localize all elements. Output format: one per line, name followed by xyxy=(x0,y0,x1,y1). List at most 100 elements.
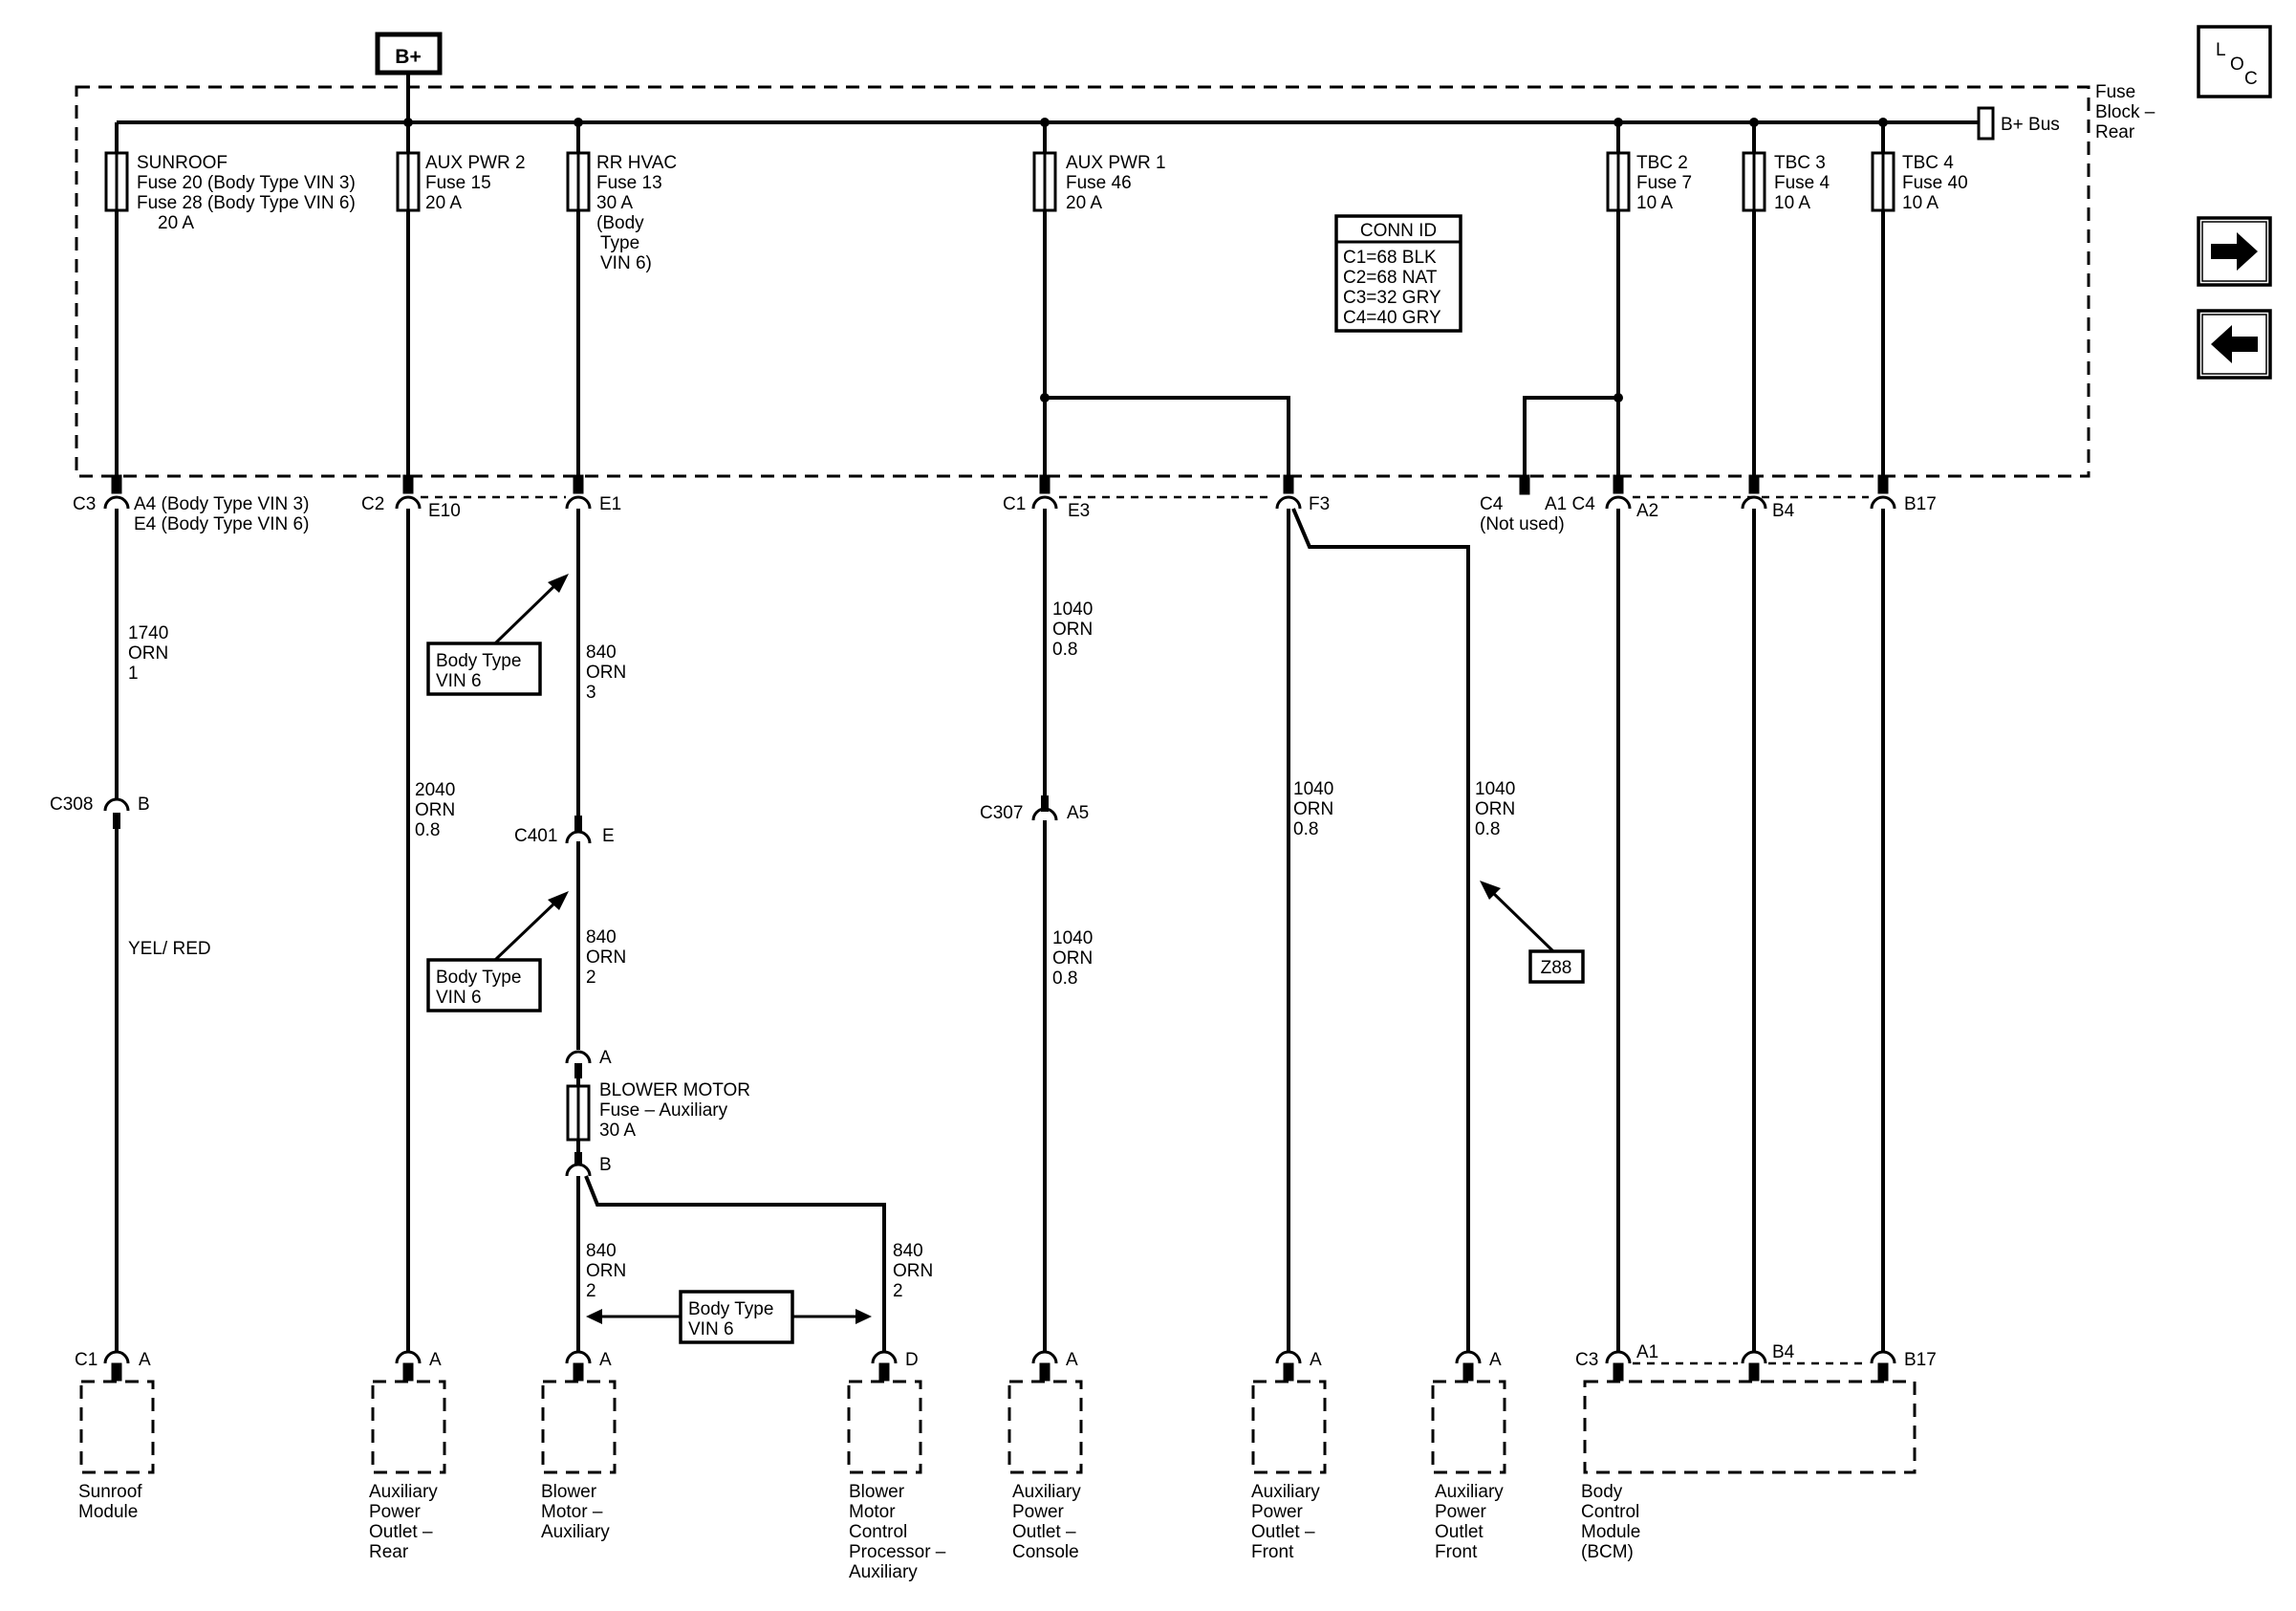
svg-text:ORN: ORN xyxy=(586,663,626,683)
svg-text:1040: 1040 xyxy=(1052,928,1093,948)
svg-text:A: A xyxy=(1310,1350,1322,1370)
svg-text:ORN: ORN xyxy=(586,947,626,968)
svg-text:1740: 1740 xyxy=(128,623,168,643)
wire-label-1040-front: 1040 ORN 0.8 xyxy=(1293,779,1333,839)
svg-text:2040: 2040 xyxy=(415,780,455,800)
svg-text:Fuse 4: Fuse 4 xyxy=(1774,173,1830,193)
svg-text:E4 (Body Type VIN 6): E4 (Body Type VIN 6) xyxy=(134,514,309,534)
svg-text:Front: Front xyxy=(1251,1542,1294,1562)
loc-letter: L xyxy=(2216,40,2226,60)
svg-text:Body: Body xyxy=(1581,1482,1623,1502)
svg-text:Blower: Blower xyxy=(849,1482,905,1502)
svg-text:B: B xyxy=(599,1155,612,1175)
svg-text:VIN 6: VIN 6 xyxy=(436,988,482,1008)
svg-text:B4: B4 xyxy=(1772,501,1795,521)
svg-text:ORN: ORN xyxy=(1475,799,1515,819)
fuse-label-aux-pwr-2: AUX PWR 2 Fuse 15 20 A xyxy=(425,153,526,213)
fuse-block-label-1: Fuse xyxy=(2095,82,2135,102)
svg-text:B4: B4 xyxy=(1772,1342,1795,1362)
svg-text:Rear: Rear xyxy=(369,1542,409,1562)
svg-text:(Not used): (Not used) xyxy=(1480,514,1565,534)
svg-text:A5: A5 xyxy=(1067,803,1089,823)
conn-id-row: C4=40 GRY xyxy=(1343,308,1441,328)
svg-text:840: 840 xyxy=(893,1241,923,1261)
component-blower-motor-auxiliary: Blower Motor – Auxiliary xyxy=(541,1482,610,1542)
svg-text:A: A xyxy=(1066,1350,1078,1370)
svg-text:Fuse 20 (Body Type VIN 3): Fuse 20 (Body Type VIN 3) xyxy=(137,173,356,193)
component-aux-power-outlet-rear: Auxiliary Power Outlet – Rear xyxy=(369,1482,438,1562)
svg-text:Auxiliary: Auxiliary xyxy=(1435,1482,1504,1502)
wire-label-1040-front-z88: 1040 ORN 0.8 xyxy=(1475,779,1515,839)
svg-text:Fuse 7: Fuse 7 xyxy=(1636,173,1692,193)
fuse-block-outline xyxy=(75,85,2090,478)
component-blower-motor-control-processor: Blower Motor Control Processor – Auxilia… xyxy=(849,1482,946,1582)
svg-text:840: 840 xyxy=(586,1241,617,1261)
previous-page-button[interactable] xyxy=(2197,309,2272,380)
circuit-wires xyxy=(115,122,1885,1351)
svg-text:10 A: 10 A xyxy=(1902,193,1939,213)
svg-text:Blower: Blower xyxy=(541,1482,597,1502)
fuse-block-connector-labels: C3 A4 (Body Type VIN 3) E4 (Body Type VI… xyxy=(73,494,1937,534)
component-sunroof-module: Sunroof Module xyxy=(78,1482,142,1522)
svg-text:AUX PWR 1: AUX PWR 1 xyxy=(1066,153,1166,173)
note-z88: Z88 xyxy=(1480,881,1585,984)
svg-text:30 A: 30 A xyxy=(599,1121,636,1141)
svg-text:A4 (Body Type VIN 3): A4 (Body Type VIN 3) xyxy=(134,494,309,514)
component-aux-power-outlet-console: Auxiliary Power Outlet – Console xyxy=(1012,1482,1081,1562)
svg-text:20 A: 20 A xyxy=(1066,193,1102,213)
svg-text:BLOWER MOTOR: BLOWER MOTOR xyxy=(599,1080,750,1100)
svg-text:Z88: Z88 xyxy=(1541,958,1572,978)
svg-text:0.8: 0.8 xyxy=(1475,819,1500,839)
svg-text:TBC 3: TBC 3 xyxy=(1774,153,1826,173)
svg-text:A2: A2 xyxy=(1636,501,1658,521)
svg-text:E1: E1 xyxy=(599,494,621,514)
svg-text:Module: Module xyxy=(78,1502,138,1522)
next-page-button[interactable] xyxy=(2197,216,2272,287)
svg-text:Outlet –: Outlet – xyxy=(1251,1522,1315,1542)
svg-text:1: 1 xyxy=(128,664,139,684)
svg-text:840: 840 xyxy=(586,642,617,663)
svg-text:Auxiliary: Auxiliary xyxy=(1012,1482,1081,1502)
note-body-type-vin6-3: Body Type VIN 6 xyxy=(586,1290,872,1344)
svg-text:A: A xyxy=(599,1350,612,1370)
conn-id-row: C3=32 GRY xyxy=(1343,288,1441,308)
svg-text:Auxiliary: Auxiliary xyxy=(1251,1482,1320,1502)
fuse-label-rr-hvac: RR HVAC Fuse 13 30 A (Body Type VIN 6) xyxy=(596,153,677,273)
svg-text:Fuse 46: Fuse 46 xyxy=(1066,173,1132,193)
svg-text:Processor –: Processor – xyxy=(849,1542,946,1562)
svg-text:A: A xyxy=(429,1350,442,1370)
svg-text:B: B xyxy=(138,795,150,815)
svg-text:VIN 6: VIN 6 xyxy=(436,671,482,691)
svg-text:C3: C3 xyxy=(1575,1350,1598,1370)
svg-text:(Body: (Body xyxy=(596,213,644,233)
svg-text:Fuse 28 (Body Type VIN 6): Fuse 28 (Body Type VIN 6) xyxy=(137,193,356,213)
svg-text:2: 2 xyxy=(586,1281,596,1301)
wire-label-840-2-blower: 840 ORN 2 xyxy=(586,1241,626,1301)
wire-label-yel-red: YEL/ RED xyxy=(128,939,211,959)
conn-id-title: CONN ID xyxy=(1360,221,1437,241)
svg-text:Console: Console xyxy=(1012,1542,1079,1562)
svg-text:ORN: ORN xyxy=(586,1261,626,1281)
svg-text:Fuse – Auxiliary: Fuse – Auxiliary xyxy=(599,1100,728,1121)
loc-letter: O xyxy=(2230,54,2244,75)
svg-text:0.8: 0.8 xyxy=(1052,640,1077,660)
b-plus-bus-terminal xyxy=(1977,106,1995,141)
location-button[interactable]: L O C xyxy=(2197,25,2272,98)
svg-text:E: E xyxy=(602,826,615,846)
svg-text:C401: C401 xyxy=(514,826,557,846)
svg-text:VIN 6): VIN 6) xyxy=(600,253,652,273)
svg-text:F3: F3 xyxy=(1309,494,1330,514)
svg-text:Fuse 15: Fuse 15 xyxy=(425,173,491,193)
note-body-type-vin6-1: Body Type VIN 6 xyxy=(426,574,569,696)
battery-supply-label: B+ xyxy=(395,46,421,68)
svg-text:AUX PWR 2: AUX PWR 2 xyxy=(425,153,526,173)
svg-text:C4: C4 xyxy=(1480,494,1504,514)
svg-text:Outlet –: Outlet – xyxy=(369,1522,433,1542)
svg-text:20 A: 20 A xyxy=(158,213,194,233)
fuse-symbols xyxy=(104,151,1895,212)
svg-text:E3: E3 xyxy=(1068,501,1090,521)
svg-text:840: 840 xyxy=(586,927,617,947)
svg-text:3: 3 xyxy=(586,683,596,703)
wire-label-1740: 1740 ORN 1 xyxy=(128,623,168,684)
svg-text:Sunroof: Sunroof xyxy=(78,1482,142,1502)
